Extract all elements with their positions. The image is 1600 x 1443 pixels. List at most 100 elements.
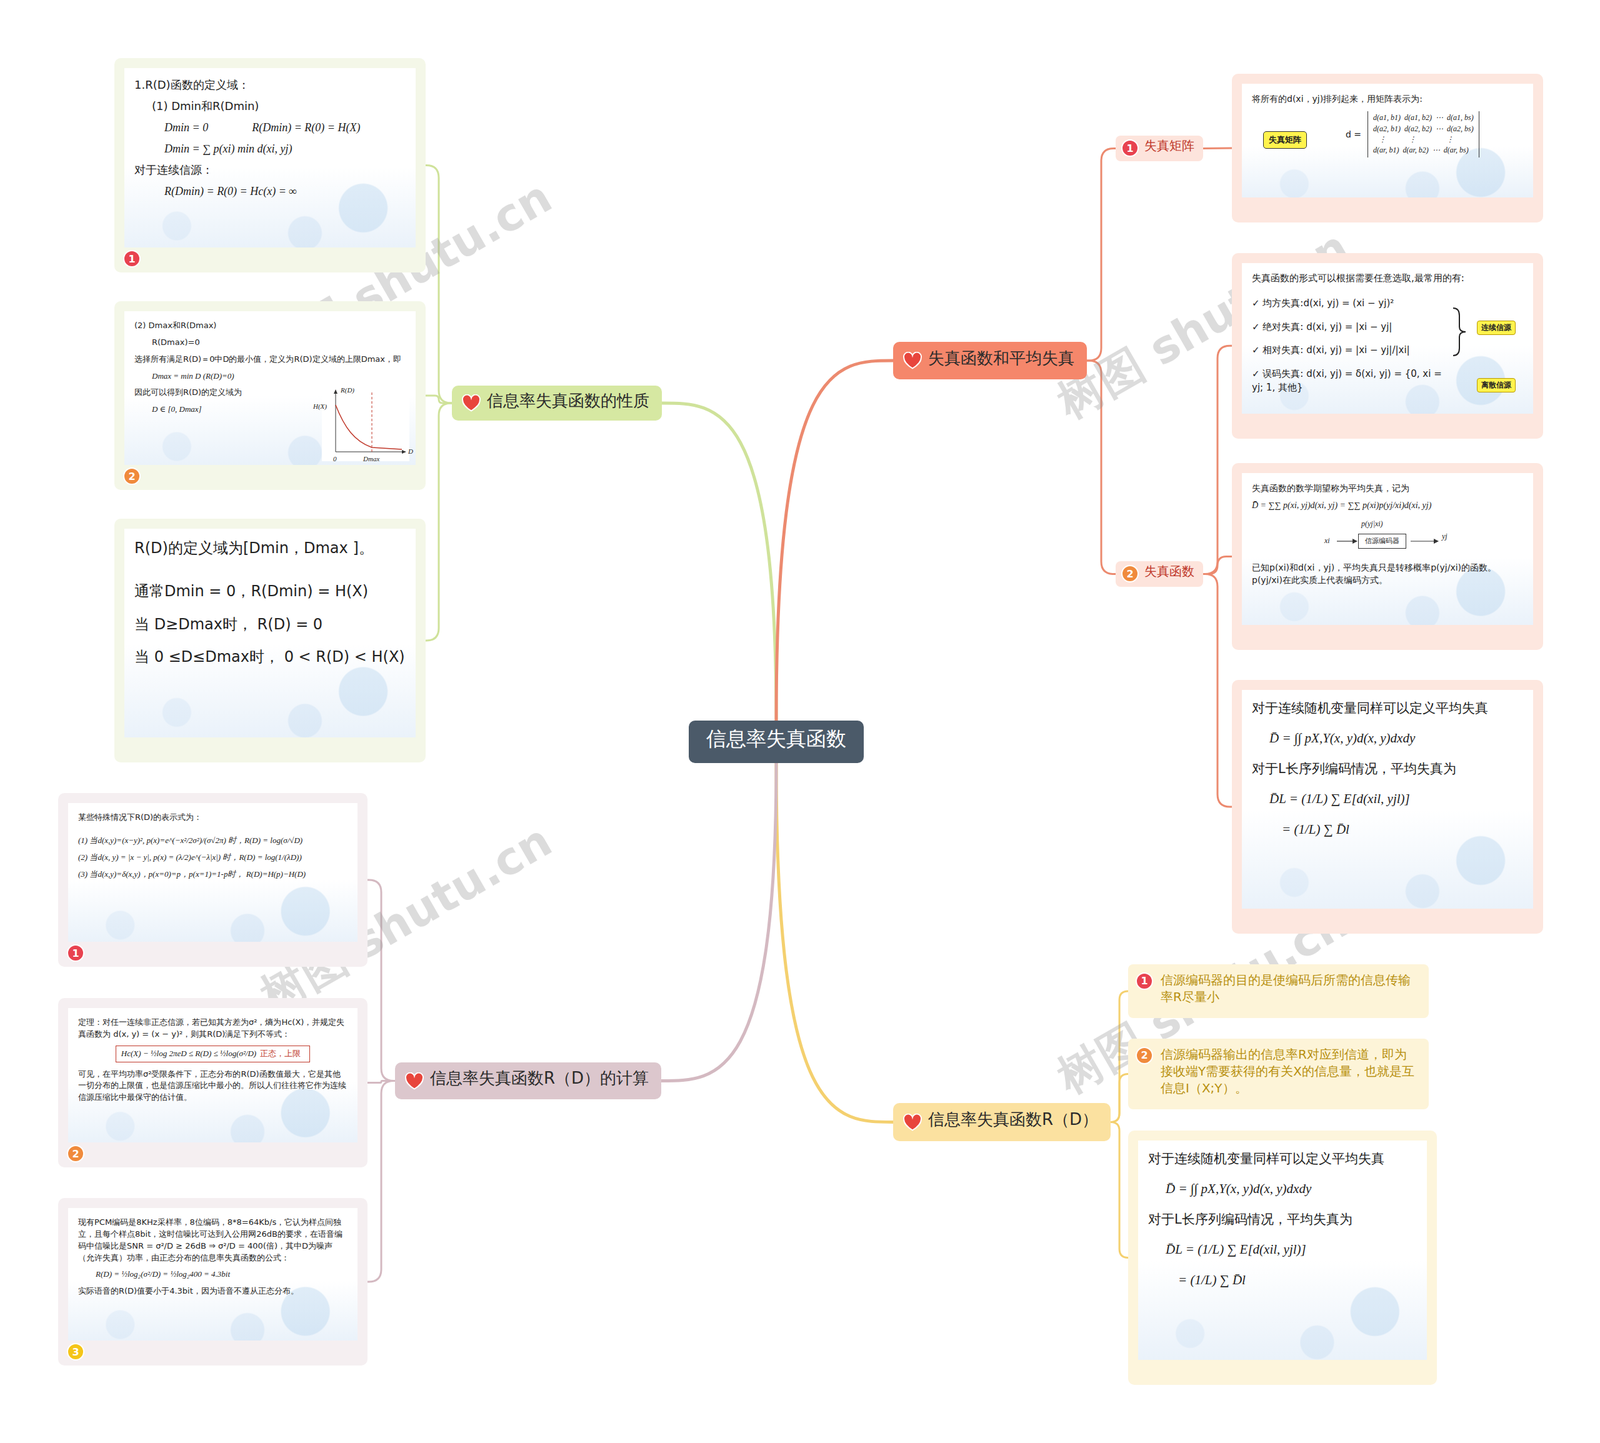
connector bbox=[367, 1081, 395, 1283]
text: 因此可以得到R(D)的定义域为 bbox=[134, 386, 310, 399]
text: D̄L = (1/L) ∑ E[d(xil, yjl)] bbox=[1269, 789, 1524, 809]
note-card: 现有PCM编码是8KHz采样率，8位编码，8*8=64Kb/s，它认为样点间独立… bbox=[58, 1198, 368, 1366]
signal-label: yj bbox=[1441, 531, 1448, 542]
text: 通常Dmin = 0，R(Dmin) = H(X) bbox=[134, 580, 406, 603]
callout-number: 2 bbox=[1121, 565, 1139, 583]
signal-label: xi bbox=[1324, 535, 1330, 547]
connector bbox=[776, 360, 894, 721]
note-card: 失真函数的形式可以根据需要任意选取,最常用的有: ✓ 均方失真:d(xi, yj)… bbox=[1231, 253, 1544, 439]
axis-label: Dmax bbox=[363, 455, 380, 463]
callout-number: 1 bbox=[1135, 972, 1154, 990]
subtopic: 失真函数2 bbox=[1115, 561, 1204, 587]
axis-label: H(X) bbox=[313, 402, 327, 410]
matrix-bracket: d(a1, b1) d(a1, b2) ⋯ d(a1, bs)d(a2, b1)… bbox=[1367, 111, 1480, 158]
text: (2) 当d(x, y) = |x − y|, p(x) = (λ/2)e^(−… bbox=[78, 851, 348, 864]
brace bbox=[1450, 306, 1470, 357]
connector bbox=[776, 763, 894, 1123]
text: ✓ 误码失真: d(xi, yj) = δ(xi, yj) = {0, xi =… bbox=[1251, 367, 1452, 395]
text: (1) Dmin和R(Dmin) bbox=[151, 98, 406, 115]
text: 实际语音的R(D)值要小于4.3bit，因为语音不遵从正态分布。 bbox=[78, 1285, 348, 1298]
text: 信息率失真函数 bbox=[706, 725, 847, 754]
card-panel: 失真函数的数学期望称为平均失真，记为D̄ = ∑∑ p(xi, yj)d(xi,… bbox=[1241, 473, 1534, 625]
callout-number: 2 bbox=[123, 467, 141, 485]
text: ✓ 绝对失真: d(xi, yj) = |xi − yj| bbox=[1251, 320, 1452, 335]
connector bbox=[1203, 147, 1232, 150]
text: 当 D≥Dmax时， R(D) = 0 bbox=[134, 613, 406, 636]
subtopic: 失真矩阵 1 bbox=[1115, 135, 1204, 162]
text: 现有PCM编码是8KHz采样率，8位编码，8*8=64Kb/s，它认为样点间独立… bbox=[78, 1216, 348, 1264]
text: R(D)的定义域为[Dmin，Dmax ]。 bbox=[134, 537, 406, 560]
text: 信源编码器 bbox=[1365, 536, 1400, 547]
text: 选择所有满足R(D)＝0中D的最小值，定义为R(D)定义域的上限Dmax，即 bbox=[134, 353, 406, 366]
text-note: 信源编码器的目的是使编码后所需的信息传输率R尽量小 1 bbox=[1128, 964, 1429, 1019]
callout-number: 1 bbox=[1121, 139, 1139, 157]
note-card: 定理：对任一连续非正态信源，若已知其方差为σ²，熵为Hc(X)，并规定失真函数为… bbox=[58, 998, 368, 1168]
text: 定理：对任一连续非正态信源，若已知其方差为σ²，熵为Hc(X)，并规定失真函数为… bbox=[78, 1016, 348, 1041]
callout-number: 3 bbox=[66, 1343, 85, 1361]
text: 对于L长序列编码情况，平均失真为 bbox=[1251, 759, 1524, 779]
text: D̄ = ∫∫ pX,Y(x, y)d(x, y)dxdy bbox=[1165, 1179, 1417, 1199]
callout-bubble: 失真矩阵 bbox=[1263, 131, 1307, 149]
card-panel: 1.R(D)函数的定义域：(1) Dmin和R(Dmin)Dmin = 0R(D… bbox=[124, 68, 416, 248]
connector bbox=[1203, 574, 1232, 808]
callout-number: 2 bbox=[1135, 1046, 1154, 1065]
text: 1.R(D)函数的定义域： bbox=[134, 76, 406, 94]
text: 信源编码器的目的是使编码后所需的信息传输率R尽量小 bbox=[1160, 971, 1419, 1006]
axis-label: 0 bbox=[333, 455, 337, 463]
text: 对于连续随机变量同样可以定义平均失真 bbox=[1251, 698, 1524, 718]
callout-tag: 连续信源 bbox=[1476, 320, 1516, 335]
encoder-box: 信源编码器 bbox=[1358, 533, 1407, 549]
text: (2) Dmax和R(Dmax) bbox=[134, 320, 406, 332]
card-panel: 定理：对任一连续非正态信源，若已知其方差为σ²，熵为Hc(X)，并规定失真函数为… bbox=[68, 1008, 358, 1143]
text: R(Dmax)=0 bbox=[151, 336, 327, 349]
axis-label: D bbox=[408, 447, 414, 455]
branch-topic: 信息率失真函数R（D）的计算 bbox=[395, 1062, 662, 1100]
text: Dmin = ∑ p(xi) min d(xi, yj) bbox=[164, 140, 406, 157]
card-panel: 对于连续随机变量同样可以定义平均失真 D̄ = ∫∫ pX,Y(x, y)d(x,… bbox=[1138, 1140, 1427, 1360]
text: 对于连续信源： bbox=[134, 161, 406, 179]
text: R(Dmin) = R(0) = Hc(x) = ∞ bbox=[164, 183, 406, 200]
central-topic: 信息率失真函数 bbox=[688, 720, 864, 764]
connector bbox=[1203, 556, 1232, 575]
text: (1) 当d(x,y)=(x−y)², p(x)=e^(−x²/2σ²)/(σ√… bbox=[78, 835, 348, 847]
text: ⋮ ⋮ ⋮ bbox=[1373, 134, 1474, 145]
rd-curve-graph bbox=[321, 386, 410, 462]
text: D̄ = ∑∑ p(xi, yj)d(xi, yj) = ∑∑ p(xi)p(y… bbox=[1251, 499, 1524, 512]
text: 对于连续随机变量同样可以定义平均失真 bbox=[1148, 1149, 1417, 1169]
connector bbox=[425, 403, 452, 641]
heart-icon bbox=[461, 394, 481, 412]
text: d(a2, b1) d(a2, b2) ⋯ d(a2, bs) bbox=[1373, 123, 1474, 135]
text: D ∈ [0, Dmax] bbox=[151, 403, 327, 416]
connector bbox=[1110, 1122, 1129, 1259]
text: 将所有的d(xi，yj)排列起来，用矩阵表示为: bbox=[1251, 92, 1524, 105]
diagram-area: 信源编码器 p(yj|xi) xi yj bbox=[1251, 517, 1524, 557]
text: Dmax = min D (R(D)=0) bbox=[151, 370, 327, 383]
text: 已知p(xi)和d(xi，yj)，平均失真只是转移概率p(yj/xi)的函数。p… bbox=[1251, 561, 1524, 587]
text: = (1/L) ∑ D̄l bbox=[1281, 820, 1524, 839]
callout-number: 1 bbox=[123, 250, 141, 268]
text: (3) 当d(x,y)=δ(x,y)，p(x=0)=p，p(x=1)=1-p时，… bbox=[78, 868, 348, 881]
text: 正态，上限 bbox=[260, 1048, 301, 1060]
text: ✓ 均方失真:d(xi, yj) = (xi − yj)² bbox=[1251, 296, 1452, 311]
text: d(a1, b1) d(a1, b2) ⋯ d(a1, bs) bbox=[1373, 112, 1474, 124]
text: 失真函数的形式可以根据需要任意选取,最常用的有: bbox=[1251, 271, 1524, 286]
note-card: 对于连续随机变量同样可以定义平均失真D̄ = ∫∫ pX,Y(x, y)d(x,… bbox=[1231, 680, 1544, 934]
text: 信息率失真函数R（D）的计算 bbox=[430, 1067, 649, 1090]
callout-tag: 离散信源 bbox=[1476, 378, 1516, 393]
text-note: 信源编码器输出的信息率R对应到信道，即为接收端Y需要获得的有关X的信息量，也就是… bbox=[1128, 1038, 1429, 1110]
connector bbox=[425, 395, 452, 404]
card-panel: 某些特殊情况下R(D)的表示式为：(1) 当d(x,y)=(x−y)², p(x… bbox=[68, 803, 358, 942]
connector bbox=[1086, 148, 1116, 362]
callout-number: 1 bbox=[66, 944, 85, 962]
signal-label: p(yj|xi) bbox=[1361, 518, 1384, 530]
text: d = bbox=[1345, 128, 1362, 141]
text: 当 0 ≤D≤Dmax时， 0 < R(D) < H(X) bbox=[134, 646, 406, 669]
branch-topic: 失真函数和平均失真 bbox=[893, 341, 1087, 380]
text: ✓ 相对失真: d(xi, yj) = |xi − yj|/|xi| bbox=[1251, 343, 1452, 358]
text: 信息率失真函数R（D） bbox=[928, 1108, 1099, 1131]
text: = (1/L) ∑ D̄l bbox=[1178, 1270, 1417, 1290]
card-panel: 现有PCM编码是8KHz采样率，8位编码，8*8=64Kb/s，它认为样点间独立… bbox=[68, 1208, 358, 1341]
note-card: 某些特殊情况下R(D)的表示式为：(1) 当d(x,y)=(x−y)², p(x… bbox=[58, 793, 368, 967]
text: R(D) = ½log₂(σ²/D) = ½log₂400 = 4.3bit bbox=[95, 1268, 348, 1281]
text: 失真矩阵 bbox=[1144, 137, 1195, 155]
